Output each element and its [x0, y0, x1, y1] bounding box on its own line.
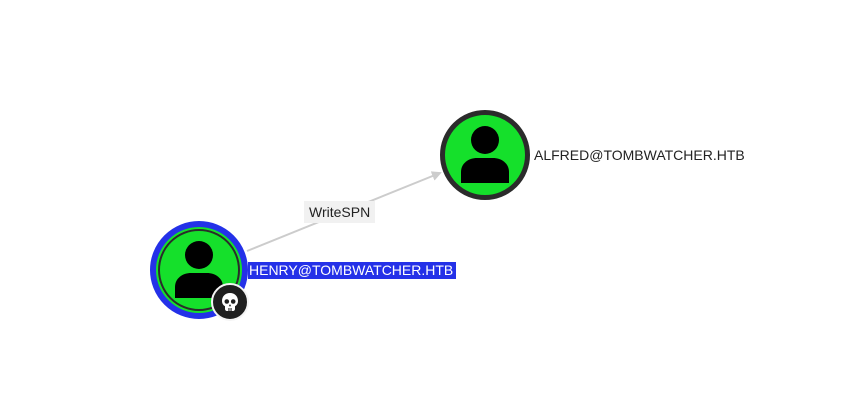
- node-label-alfred[interactable]: ALFRED@TOMBWATCHER.HTB: [534, 147, 745, 163]
- node-alfred[interactable]: [440, 110, 530, 200]
- user-icon: [461, 126, 509, 183]
- node-label-henry[interactable]: HENRY@TOMBWATCHER.HTB: [248, 262, 457, 279]
- edge-label[interactable]: WriteSPN: [304, 201, 376, 223]
- owned-badge: [211, 283, 249, 321]
- skull-icon: [222, 293, 238, 311]
